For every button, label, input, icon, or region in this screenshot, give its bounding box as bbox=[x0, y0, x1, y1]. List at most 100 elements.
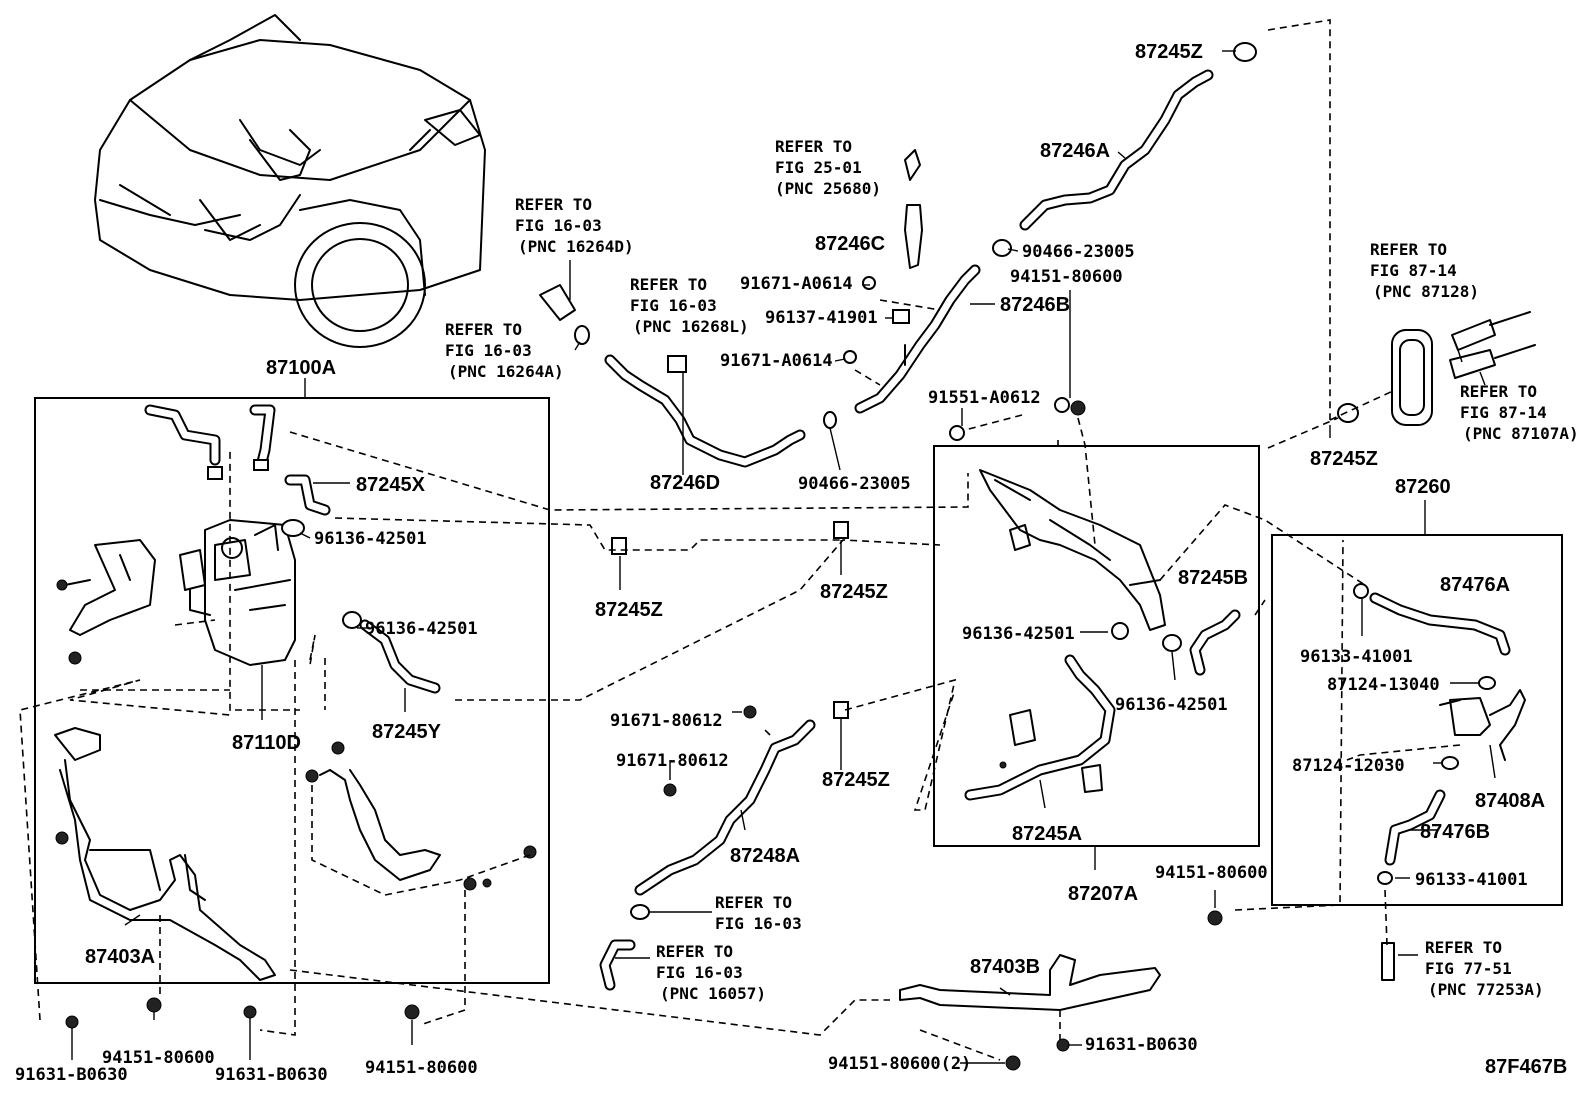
ref-fig-25-01: REFER TO FIG 25-01 (PNC 25680) bbox=[775, 137, 881, 198]
label-94151-80600-c: 94151-80600 bbox=[102, 1048, 215, 1068]
svg-text:REFER TO: REFER TO bbox=[445, 320, 522, 339]
svg-text:FIG 16-03: FIG 16-03 bbox=[445, 341, 532, 360]
label-87245Z-a: 87245Z bbox=[595, 599, 663, 621]
label-87246C: 87246C bbox=[815, 233, 885, 255]
svg-text:(PNC 25680): (PNC 25680) bbox=[775, 179, 881, 198]
ref-fig-87-14-87107A: REFER TO FIG 87-14 (PNC 87107A) bbox=[1460, 382, 1579, 443]
svg-text:FIG 16-03: FIG 16-03 bbox=[515, 216, 602, 235]
pipe-ref-77253A bbox=[1381, 942, 1395, 981]
label-87246D: 87246D bbox=[650, 472, 720, 494]
svg-text:FIG 87-14: FIG 87-14 bbox=[1370, 261, 1457, 280]
svg-text:REFER TO: REFER TO bbox=[775, 137, 852, 156]
label-94151-80600-2: 94151-80600(2) bbox=[828, 1054, 971, 1074]
ref-fig-77-51: REFER TO FIG 77-51 (PNC 77253A) bbox=[1425, 938, 1544, 999]
heater-unit-87110D bbox=[179, 519, 296, 666]
label-91631-B0630-a: 91631-B0630 bbox=[15, 1065, 128, 1085]
label-90466-23005-b: 90466-23005 bbox=[798, 474, 911, 494]
label-87246B: 87246B bbox=[1000, 294, 1070, 316]
svg-text:(PNC 16268L): (PNC 16268L) bbox=[633, 317, 749, 336]
label-87245Z-c: 87245Z bbox=[822, 769, 890, 791]
svg-text:FIG 16-03: FIG 16-03 bbox=[630, 296, 717, 315]
label-87403A: 87403A bbox=[85, 946, 155, 968]
label-87246A: 87246A bbox=[1040, 140, 1110, 162]
ref-fig-16-03-16264A: REFER TO FIG 16-03 (PNC 16264A) bbox=[445, 320, 564, 381]
svg-text:REFER TO: REFER TO bbox=[656, 942, 733, 961]
bracket-left bbox=[64, 539, 156, 636]
label-96136-42501-d: 96136-42501 bbox=[1115, 695, 1228, 715]
svg-text:FIG 25-01: FIG 25-01 bbox=[775, 158, 862, 177]
label-87403B: 87403B bbox=[970, 956, 1040, 978]
label-91631-B0630-b: 91631-B0630 bbox=[215, 1065, 328, 1085]
ref-fig-16-03: REFER TO FIG 16-03 bbox=[715, 893, 802, 933]
svg-text:FIG 77-51: FIG 77-51 bbox=[1425, 959, 1512, 978]
vehicle-front-illustration bbox=[94, 14, 486, 348]
label-87110D: 87110D bbox=[232, 732, 301, 754]
svg-text:REFER TO: REFER TO bbox=[1460, 382, 1537, 401]
label-90466-23005-a: 90466-23005 bbox=[1022, 242, 1135, 262]
label-96133-41001-b: 96133-41001 bbox=[1415, 870, 1528, 890]
label-94151-80600-d: 94151-80600 bbox=[365, 1058, 478, 1078]
ref-fig-16-03-16057: REFER TO FIG 16-03 (PNC 16057) bbox=[656, 942, 766, 1003]
label-87245Y: 87245Y bbox=[372, 721, 442, 743]
bracket-87403B bbox=[899, 954, 1161, 1011]
pipe-ref-16264D bbox=[539, 284, 576, 321]
label-87245Z-right: 87245Z bbox=[1310, 448, 1378, 470]
svg-text:(PNC 77253A): (PNC 77253A) bbox=[1428, 980, 1544, 999]
svg-text:(PNC 87107A): (PNC 87107A) bbox=[1463, 424, 1579, 443]
svg-text:REFER TO: REFER TO bbox=[630, 275, 707, 294]
label-87207A: 87207A bbox=[1068, 883, 1138, 905]
label-87476A: 87476A bbox=[1440, 574, 1510, 596]
label-91551-A0612: 91551-A0612 bbox=[928, 388, 1041, 408]
bracket-mid bbox=[319, 769, 441, 881]
label-87248A: 87248A bbox=[730, 845, 800, 867]
label-87100A: 87100A bbox=[266, 357, 336, 379]
label-94151-80600-b: 94151-80600 bbox=[1155, 863, 1268, 883]
ref-fig-16-03-16264D: REFER TO FIG 16-03 (PNC 16264D) bbox=[515, 195, 634, 256]
part-labels: 87245Z 87246A 87246C 90466-23005 91671-A… bbox=[15, 41, 1567, 1085]
svg-text:(PNC 16264D): (PNC 16264D) bbox=[518, 237, 634, 256]
svg-text:(PNC 16057): (PNC 16057) bbox=[660, 984, 766, 1003]
ref-fig-87-14-87128: REFER TO FIG 87-14 (PNC 87128) bbox=[1370, 240, 1479, 301]
part-25680 bbox=[904, 149, 921, 181]
label-87476B: 87476B bbox=[1420, 821, 1490, 843]
label-91671-80612-b: 91671-80612 bbox=[616, 751, 729, 771]
ref-fig-16-03-16268L: REFER TO FIG 16-03 (PNC 16268L) bbox=[630, 275, 749, 336]
label-91671-A0614-b: 91671-A0614 bbox=[720, 351, 833, 371]
label-87260: 87260 bbox=[1395, 476, 1451, 498]
valve-87408A bbox=[1439, 689, 1526, 761]
label-96136-42501-b: 96136-42501 bbox=[365, 619, 478, 639]
assembly-box-87260 bbox=[1271, 534, 1563, 906]
connection-lines bbox=[19, 19, 1461, 1061]
valve-assembly-87207A bbox=[979, 469, 1166, 631]
grommet-87128 bbox=[1391, 311, 1536, 426]
svg-text:REFER TO: REFER TO bbox=[715, 893, 792, 912]
label-87245Z-b: 87245Z bbox=[820, 581, 888, 603]
bracket-87403A bbox=[54, 727, 276, 981]
label-87245B: 87245B bbox=[1178, 567, 1248, 589]
clamp-16268L bbox=[667, 355, 687, 373]
label-87245Z-top: 87245Z bbox=[1135, 41, 1203, 63]
svg-text:FIG 87-14: FIG 87-14 bbox=[1460, 403, 1547, 422]
svg-text:REFER TO: REFER TO bbox=[1370, 240, 1447, 259]
assembly-box-87100A bbox=[34, 397, 550, 984]
label-96136-42501-c: 96136-42501 bbox=[962, 624, 1075, 644]
label-91671-80612-a: 91671-80612 bbox=[610, 711, 723, 731]
reference-callouts: REFER TO FIG 25-01 (PNC 25680) REFER TO … bbox=[445, 137, 1579, 1003]
svg-text:REFER TO: REFER TO bbox=[1425, 938, 1502, 957]
svg-text:FIG 16-03: FIG 16-03 bbox=[715, 914, 802, 933]
part-87246C bbox=[904, 204, 923, 269]
label-96136-42501-a: 96136-42501 bbox=[314, 529, 427, 549]
label-96133-41001-a: 96133-41001 bbox=[1300, 647, 1413, 667]
leader-lines bbox=[71, 50, 1496, 1064]
label-94151-80600-a: 94151-80600 bbox=[1010, 267, 1123, 287]
label-91671-A0614-a: 91671-A0614 bbox=[740, 274, 853, 294]
label-96137-41901: 96137-41901 bbox=[765, 308, 878, 328]
diagram-code: 87F467B bbox=[1485, 1056, 1567, 1078]
svg-text:(PNC 87128): (PNC 87128) bbox=[1373, 282, 1479, 301]
label-87124-13040: 87124-13040 bbox=[1327, 675, 1440, 695]
assembly-box-87207A bbox=[933, 445, 1260, 847]
label-91631-B0630-c: 91631-B0630 bbox=[1085, 1035, 1198, 1055]
label-87124-12030: 87124-12030 bbox=[1292, 756, 1405, 776]
svg-text:(PNC 16264A): (PNC 16264A) bbox=[448, 362, 564, 381]
